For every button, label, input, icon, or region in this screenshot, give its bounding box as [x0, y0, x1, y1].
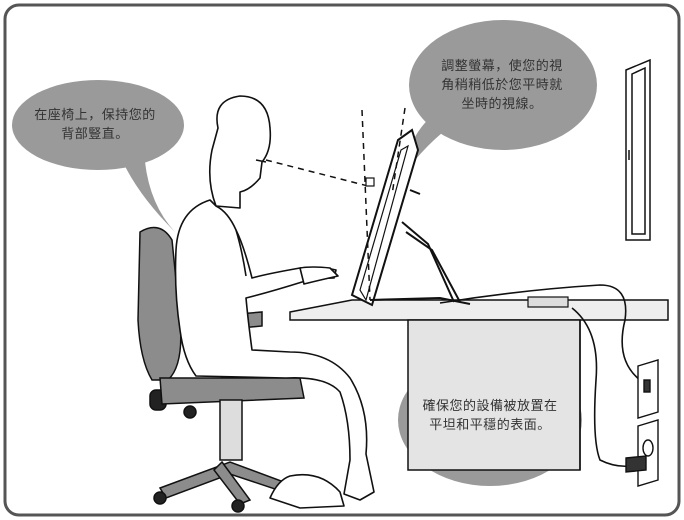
wall-panel: [625, 58, 651, 241]
tip-screen-line-1: 調整螢幕，使您的視: [441, 59, 563, 74]
desk: [289, 299, 669, 471]
eye-level-mark: [365, 177, 375, 187]
tip-back-line-1: 在座椅上，保持您的: [34, 108, 156, 123]
tip-back-text: 在座椅上，保持您的 背部豎直。: [20, 106, 170, 144]
seated-person: [174, 95, 375, 509]
bubble-screen: [396, 20, 597, 185]
tip-screen-line-3: 坐時的視線。: [461, 97, 543, 112]
tip-screen-line-2: 角稍稍低於您平時就: [441, 78, 563, 93]
monitor: [350, 128, 471, 307]
tip-surface-line-2: 平坦和平穩的表面。: [429, 418, 551, 433]
sightline: [265, 107, 406, 301]
wall-outlet-lower: [625, 419, 659, 487]
power-adapter: [527, 296, 569, 308]
tip-surface-line-1: 確保您的設備被放置在: [422, 399, 558, 414]
bubble-back: [12, 80, 184, 232]
power-cable: [439, 284, 641, 468]
wall-outlet-upper: [637, 359, 659, 419]
tip-surface-text: 確保您的設備被放置在 平坦和平穩的表面。: [408, 397, 572, 435]
tip-screen-text: 調整螢幕，使您的視 角稍稍低於您平時就 坐時的視線。: [418, 57, 586, 114]
tip-back-line-2: 背部豎直。: [61, 127, 129, 142]
office-chair: [137, 226, 307, 513]
